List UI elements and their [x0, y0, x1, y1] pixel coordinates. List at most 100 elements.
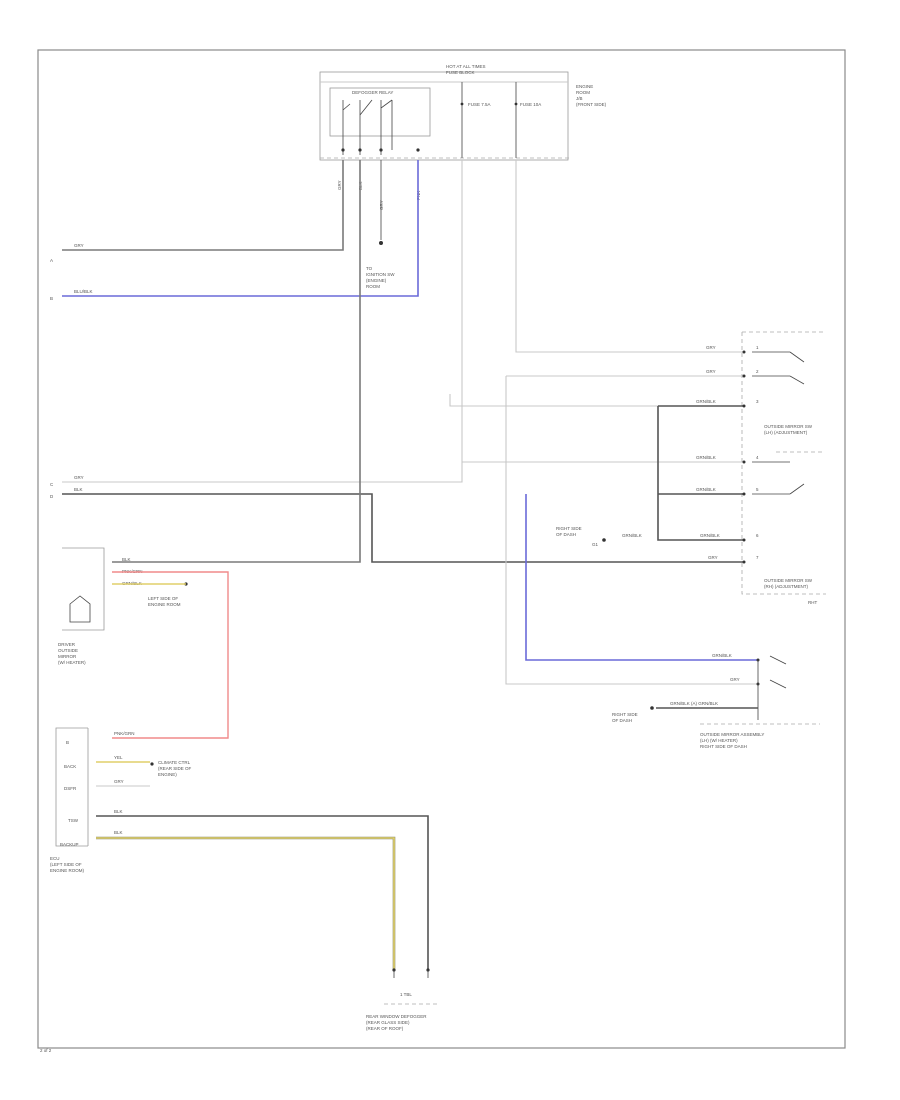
sw-pin-6-dot [742, 538, 746, 542]
wire-dark-main [62, 493, 744, 563]
left-wire-label-3: GRY [74, 475, 84, 480]
wire-gray-to-mirror [112, 160, 361, 563]
left-comp-ground-1: LEFT SIDE OF [148, 596, 178, 601]
ecu-note-3: ENGINE) [158, 772, 177, 777]
left-wire-label-1: GRY [74, 243, 84, 248]
driver-mirror: BLK PNK/GRN GRN/BLK LEFT SIDE OF ENGINE … [58, 547, 188, 665]
left-comp-name-4: (W/ HEATER) [58, 660, 86, 665]
ecu-block: B BACK DSFR TSW BACKUP PNK/GRN YEL GRY C… [50, 727, 192, 873]
wire-ecu-to-defogger-yellow [96, 837, 395, 970]
block-desc-3: J/B [576, 96, 583, 101]
wire-sw-ground-feed [657, 406, 744, 541]
driver-mirror-outline [62, 547, 105, 631]
sw-pin-3: 3 [756, 399, 759, 404]
bottom-name-2: (REAR GLASS SIDE) [366, 1020, 410, 1025]
wire-light-right [505, 376, 758, 685]
wire-blue-right [525, 494, 758, 661]
fuse-b-node [514, 102, 518, 106]
relay-pin-1 [341, 148, 345, 152]
relay-contact [359, 99, 373, 116]
ecu-pin-2: BACK [64, 764, 76, 769]
rr-name-1: OUTSIDE MIRROR ASSEMBLY [700, 732, 764, 737]
ecu-wire-2: YEL [114, 755, 123, 760]
sw-wire-label-6: GRN/BLK [700, 533, 720, 538]
fuse-relay-block: HOT AT ALL TIMES FUSE BLOCK DEFOGGER REL… [319, 64, 607, 161]
ecu-name-1: ECU [50, 856, 60, 861]
wire-sw-1 [515, 160, 744, 353]
sw-arm-5 [789, 483, 805, 495]
rr-name-3: RIGHT SIDE OF DASH [700, 744, 747, 749]
block-desc-2: ROOM [576, 90, 590, 95]
sw-name-4: (RH) (ADJUSTMENT) [764, 584, 808, 589]
ecu-wire-3: GRY [114, 779, 124, 784]
relay-pin-4 [416, 148, 420, 152]
connector-d: D [50, 494, 54, 499]
sw-pin-5-dot [742, 492, 746, 496]
sw-pin-4-dot [742, 460, 746, 464]
ecu-pin-4: TSW [68, 818, 79, 823]
mid-label-3: (ENGINE) [366, 278, 387, 283]
rr-wire-label-3: GRN/BLK (A) GRN/BLK [670, 701, 718, 706]
junction-block-outline [319, 71, 569, 161]
sw-foot: RHT [808, 600, 817, 605]
vert-label-1: GRY [337, 180, 342, 190]
fuse-a-label: FUSE 7.5A [468, 102, 491, 107]
left-comp-wire-1: BLK [122, 557, 131, 562]
sw-ground-node [602, 538, 606, 542]
left-wire-label-2: BLU/BLK [74, 289, 93, 294]
sw-pin-2: 2 [756, 369, 759, 374]
ecu-name-2: (LEFT SIDE OF [50, 862, 82, 867]
rr-wire-label-2: GRY [730, 677, 740, 682]
sw-wire-label-5: GRN/BLK [696, 487, 716, 492]
wire-light-mid-left [62, 160, 463, 483]
sw-pin-1: 1 [756, 345, 759, 350]
fuse-a-node [460, 102, 464, 106]
relay-pin-2 [358, 148, 362, 152]
sw-name-1: OUTSIDE MIRROR SW [764, 424, 813, 429]
corner-code: 2 of 2 [40, 1048, 52, 1053]
ecu-note-1: CLIMATE CTRL [158, 760, 191, 765]
bottom-name-3: (REAR OF ROOF) [366, 1026, 404, 1031]
relay-label: DEFOGGER RELAY [352, 90, 393, 95]
left-wire-label-4: BLK [74, 487, 83, 492]
ground-label-1: RIGHT SIDE [556, 526, 582, 531]
rr-ground-2: OF DASH [612, 718, 632, 723]
ecu-outline [55, 727, 88, 847]
block-desc-1: ENGINE [576, 84, 593, 89]
switch-block-outline [741, 332, 826, 595]
sw-pin-5: 5 [756, 487, 759, 492]
sw-wire-label-7: GRY [708, 555, 718, 560]
mid-label-1: TO [366, 266, 373, 271]
sw-arm-1 [789, 351, 805, 363]
left-comp-ground-2: ENGINE ROOM [148, 602, 181, 607]
sw-pin-4: 4 [756, 455, 759, 460]
defogger-relay [329, 87, 431, 137]
bottom-connector: 1 TBL [400, 992, 412, 997]
sw-arm-2 [789, 375, 805, 385]
relay-coil [342, 103, 351, 111]
block-desc-4: (FRONT SIDE) [576, 102, 607, 107]
sw-wire-label-3: GRN/BLK [696, 399, 716, 404]
sw-wire-label-1: GRY [706, 345, 716, 350]
top-bus-sublabel: FUSE BLOCK [446, 70, 475, 75]
relay-contact-2 [380, 99, 393, 109]
wire-red-loop [112, 571, 229, 739]
mirror-heater-icon [69, 595, 91, 623]
mirror-switch-block: GRY GRY GRN/BLK GRN/BLK GRN/BLK GRN/BLK … [449, 160, 826, 605]
wire-ecu-to-defogger-dark [96, 815, 429, 970]
sw-pin-2-dot [742, 374, 746, 378]
diagram-frame [37, 49, 846, 1049]
left-comp-name-3: MIRROR [58, 654, 77, 659]
sw-wire-label-4: GRN/BLK [696, 455, 716, 460]
bottom-name-1: REAR WINDOW DEFOGGER [366, 1014, 427, 1019]
vert-label-3: GRY [379, 200, 384, 210]
mid-label-4: ROOM [366, 284, 380, 289]
mirror-assembly-rh: GRN/BLK GRY GRN/BLK (A) GRN/BLK RIGHT SI… [505, 376, 820, 749]
rr-contact-1 [769, 655, 787, 665]
sw-pin-7-dot [742, 560, 746, 564]
ecu-wire-4: BLK [114, 809, 123, 814]
sw-pin-1-dot [742, 350, 746, 354]
wire-gray-top-left [62, 160, 344, 251]
sw-name-2: (LH) (ADJUSTMENT) [764, 430, 808, 435]
left-comp-name-1: DRIVER [58, 642, 76, 647]
